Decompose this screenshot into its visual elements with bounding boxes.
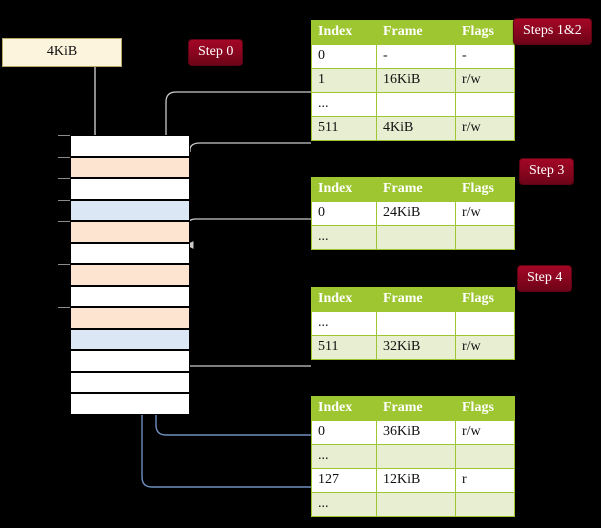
table-row: ... (311, 491, 515, 517)
memory-tick-3 (58, 199, 70, 201)
page-table-level-1-header-frame: Frame (376, 396, 456, 421)
page-table-level-4-r2-flags (455, 91, 515, 117)
page-table-level-3-r0-frame: 24KiB (376, 200, 456, 226)
memory-frame-1 (70, 156, 190, 179)
page-table-level-1-r2-flags: r (455, 467, 515, 493)
memory-frame-3 (70, 199, 190, 222)
page-table-level-3-r1-index: ... (311, 224, 377, 250)
table-row: 0-- (311, 43, 515, 69)
page-table-level-1-header-index: Index (311, 396, 377, 421)
memory-frame-11 (70, 371, 190, 394)
page-table-level-1-r1-index: ... (311, 443, 377, 469)
memory-frame-10 (70, 350, 190, 372)
table-row: ... (311, 443, 515, 469)
memory-frame-9 (70, 328, 190, 351)
memory-frame-0 (70, 135, 190, 157)
page-table-level-1-r0-flags: r/w (455, 419, 515, 445)
page-table-level-4-r1-index: 1 (311, 67, 377, 93)
page-table-level-2-header-flags: Flags (455, 287, 515, 312)
physical-memory-column (70, 135, 190, 415)
page-table-level-4-r3-frame: 4KiB (376, 115, 456, 141)
memory-frame-7 (70, 285, 190, 308)
page-table-level-1-r2-frame: 12KiB (376, 467, 456, 493)
memory-tick-2 (58, 178, 70, 180)
page-table-level-2-r0-index: ... (311, 310, 377, 336)
badge-step-4: Step 4 (517, 265, 573, 292)
page-table-level-4-r1-flags: r/w (455, 67, 515, 93)
page-table-level-4-r0-index: 0 (311, 43, 377, 69)
page-table-level-1-r0-frame: 36KiB (376, 419, 456, 445)
page-table-level-2-r1-flags: r/w (455, 334, 515, 360)
memory-tick-1 (58, 156, 70, 158)
memory-frame-6 (70, 264, 190, 286)
page-table-level-3-header-frame: Frame (376, 177, 456, 202)
page-table-level-2-r1-frame: 32KiB (376, 334, 456, 360)
memory-frame-4 (70, 221, 190, 243)
page-table-level-1-r3-flags (455, 491, 515, 517)
table-row: ... (311, 91, 515, 117)
page-table-level-3-r0-flags: r/w (455, 200, 515, 226)
page-table-level-1-r3-frame (376, 491, 456, 517)
page-table-level-1-r2-index: 127 (311, 467, 377, 493)
page-table-level-2-header-index: Index (311, 287, 377, 312)
page-table-level-4-r2-frame (376, 91, 456, 117)
badge-steps-1-2: Steps 1&2 (513, 18, 592, 45)
page-table-level-4-header-flags: Flags (455, 20, 515, 45)
page-table-level-4-r3-flags: r/w (455, 115, 515, 141)
memory-frame-5 (70, 242, 190, 265)
page-table-level-4-r0-frame: - (376, 43, 456, 69)
memory-frame-8 (70, 307, 190, 329)
page-table-level-1-r0-index: 0 (311, 419, 377, 445)
memory-frame-12 (70, 393, 190, 415)
memory-tick-4 (58, 221, 70, 223)
page-table-level-1-header-flags: Flags (455, 396, 515, 421)
badge-step-3: Step 3 (519, 158, 575, 185)
page-table-level-4-header-index: Index (311, 20, 377, 45)
page-table-level-4-header-frame: Frame (376, 20, 456, 45)
table-row: ... (311, 224, 515, 250)
page-table-level-4-r0-flags: - (455, 43, 515, 69)
memory-tick-8 (58, 307, 70, 309)
memory-tick-6 (58, 264, 70, 266)
page-table-level-1-r1-frame (376, 443, 456, 469)
page-table-level-2-r1-index: 511 (311, 334, 377, 360)
page-table-level-3-r1-frame (376, 224, 456, 250)
page-table-level-3-header-flags: Flags (455, 177, 515, 202)
page-table-level-4-r3-index: 511 (311, 115, 377, 141)
page-table-level-4-r2-index: ... (311, 91, 377, 117)
table-row: ... (311, 310, 515, 336)
page-table-level-2-r0-frame (376, 310, 456, 336)
page-table-level-3-header-index: Index (311, 177, 377, 202)
page-table-level-3-r0-index: 0 (311, 200, 377, 226)
memory-frame-2 (70, 178, 190, 200)
memory-tick-0 (58, 135, 70, 136)
virtual-address-box: 4KiB (2, 38, 122, 67)
badge-step-0: Step 0 (188, 39, 244, 66)
page-table-level-2-r0-flags (455, 310, 515, 336)
page-table-level-3-r1-flags (455, 224, 515, 250)
page-table-level-1-r1-flags (455, 443, 515, 469)
page-table-level-1-r3-index: ... (311, 491, 377, 517)
page-table-level-4-r1-frame: 16KiB (376, 67, 456, 93)
page-table-level-2-header-frame: Frame (376, 287, 456, 312)
